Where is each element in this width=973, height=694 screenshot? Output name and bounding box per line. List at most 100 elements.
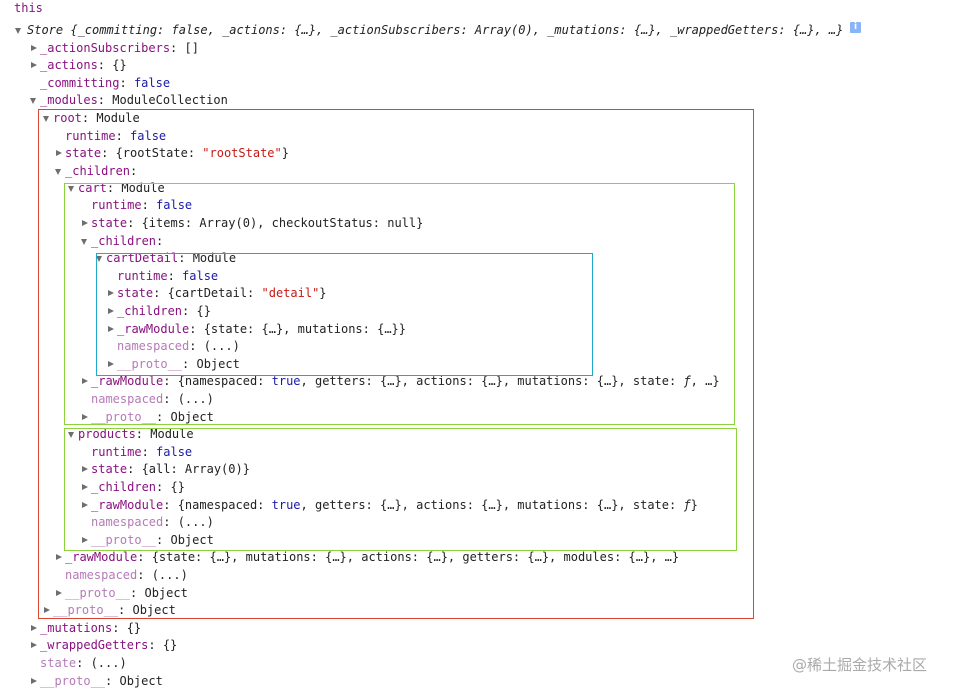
property-value: Module [121, 181, 165, 195]
property-value-part: true [271, 374, 301, 388]
collapse-triangle-icon[interactable] [96, 256, 102, 262]
expand-triangle-icon[interactable] [31, 678, 37, 684]
property-value-part: , getters: {…}, actions: {…}, mutations:… [300, 498, 684, 512]
property-value-part: true [271, 498, 301, 512]
property-key: _children [91, 234, 157, 248]
property-key: runtime [117, 269, 168, 283]
expand-triangle-icon[interactable] [82, 378, 88, 384]
expand-triangle-icon[interactable] [31, 62, 37, 68]
property-key: state [91, 462, 128, 476]
property-key: __proto__ [53, 603, 119, 617]
collapse-triangle-icon[interactable] [30, 98, 36, 104]
property-key: _actionSubscribers [40, 41, 171, 55]
property-key: state [91, 216, 128, 230]
property-value: {state: {…}, mutations: {…}} [203, 322, 406, 336]
property-key: root [53, 111, 82, 125]
property-key: _rawModule [117, 322, 190, 336]
property-value: {all: Array(0)} [141, 462, 250, 476]
expand-triangle-icon[interactable] [108, 290, 114, 296]
expand-triangle-icon[interactable] [108, 361, 114, 367]
expand-triangle-icon[interactable] [56, 150, 62, 156]
property-key: runtime [91, 198, 142, 212]
property-value: Object [132, 603, 176, 617]
property-key: runtime [65, 129, 116, 143]
collapse-triangle-icon[interactable] [68, 186, 74, 192]
property-value: Object [119, 674, 163, 688]
property-value: {} [162, 638, 178, 652]
property-key: _wrappedGetters [40, 638, 149, 652]
property-value-part: } [690, 498, 698, 512]
property-value: Object [170, 533, 214, 547]
property-value: Module [150, 427, 194, 441]
property-value: Object [170, 410, 214, 424]
property-value: {items: Array(0), checkoutStatus: null} [141, 216, 424, 230]
property-value: (...) [203, 339, 240, 353]
property-value: (...) [177, 392, 214, 406]
property-key: _committing [40, 76, 120, 90]
expand-triangle-icon[interactable] [82, 484, 88, 490]
property-value: {} [112, 58, 127, 72]
property-key: state [40, 656, 77, 670]
property-key: cart [78, 181, 107, 195]
expand-triangle-icon[interactable] [56, 554, 62, 560]
property-key: _actions [40, 58, 98, 72]
expand-triangle-icon[interactable] [82, 466, 88, 472]
property-value: {} [126, 621, 142, 635]
property-key: namespaced [117, 339, 190, 353]
property-value: (...) [90, 656, 127, 670]
property-value-part: {rootState: [115, 146, 203, 160]
expand-triangle-icon[interactable] [56, 590, 62, 596]
collapse-triangle-icon[interactable] [55, 169, 61, 175]
property-key: state [117, 286, 154, 300]
property-value: [] [184, 41, 199, 55]
property-value: {state: {…}, mutations: {…}, actions: {…… [151, 550, 680, 564]
property-key: _modules [40, 93, 98, 107]
property-value: Object [196, 357, 240, 371]
property-key: namespaced [91, 515, 164, 529]
property-value-part: ƒ [683, 374, 691, 388]
property-value: (...) [151, 568, 188, 582]
expand-triangle-icon[interactable] [82, 537, 88, 543]
collapse-triangle-icon[interactable] [81, 239, 87, 245]
property-value-part: } [281, 146, 289, 160]
property-key: _children [117, 304, 183, 318]
property-key: _children [91, 480, 157, 494]
this-text: this [14, 1, 43, 15]
property-value: Module [192, 251, 237, 265]
expand-triangle-icon[interactable] [31, 642, 37, 648]
property-value-part: } [319, 286, 327, 300]
property-key: __proto__ [65, 586, 131, 600]
expand-triangle-icon[interactable] [44, 607, 50, 613]
property-value: false [130, 129, 167, 143]
property-key: __proto__ [117, 357, 183, 371]
property-value: {} [196, 304, 211, 318]
property-value-part: {namespaced: [177, 498, 272, 512]
this-label: this [14, 0, 43, 17]
expand-triangle-icon[interactable] [31, 45, 37, 51]
expand-triangle-icon[interactable] [108, 326, 114, 332]
property-value: false [182, 269, 219, 283]
collapse-triangle-icon[interactable] [68, 432, 74, 438]
expand-triangle-icon[interactable] [82, 414, 88, 420]
property-value-part: "rootState" [202, 146, 282, 160]
store-summary: Store {_committing: false, _actions: {…}… [27, 23, 844, 37]
property-key: cartDetail [106, 251, 179, 265]
property-value: false [156, 445, 193, 459]
expand-triangle-icon[interactable] [108, 308, 114, 314]
property-value: ModuleCollection [112, 93, 228, 107]
collapse-triangle-icon[interactable] [43, 116, 49, 122]
watermark: @稀土掘金技术社区 [792, 656, 928, 674]
property-key: _rawModule [91, 498, 164, 512]
property-key: runtime [91, 445, 142, 459]
property-value-part: , …} [690, 374, 720, 388]
expand-triangle-icon[interactable] [31, 625, 37, 631]
expand-triangle-icon[interactable] [82, 220, 88, 226]
info-icon[interactable]: i [850, 22, 861, 33]
collapse-triangle-icon[interactable] [15, 28, 21, 34]
property-key: __proto__ [40, 674, 106, 688]
property-value: Module [96, 111, 140, 125]
expand-triangle-icon[interactable] [82, 502, 88, 508]
property-key: __proto__ [91, 533, 157, 547]
property-value: false [156, 198, 193, 212]
property-key: namespaced [91, 392, 164, 406]
